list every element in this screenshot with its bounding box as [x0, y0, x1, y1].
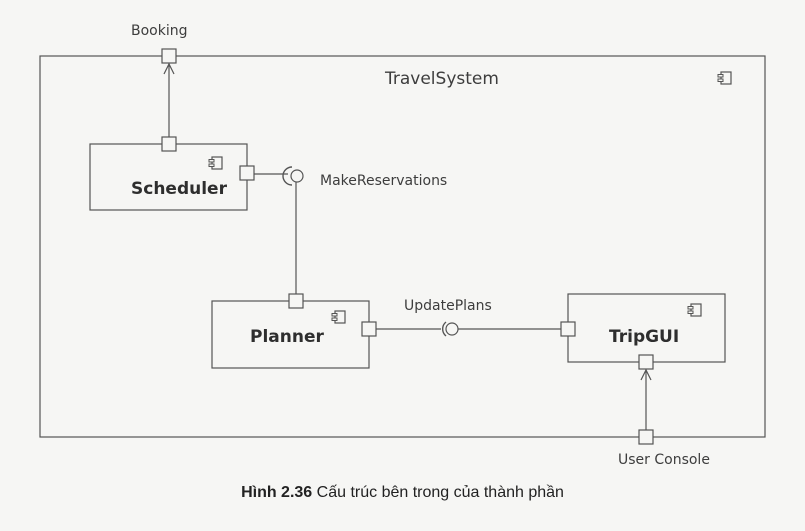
tripgui-bottom-port[interactable] [638, 354, 654, 370]
update-plans-label: UpdatePlans [404, 298, 492, 314]
booking-arrowhead [163, 62, 175, 75]
user-console-port[interactable] [638, 429, 654, 445]
figure-number: Hình 2.36 [241, 484, 313, 501]
scheduler-name: Scheduler [131, 179, 228, 199]
scheduler-component[interactable] [89, 143, 248, 211]
figure-caption-text: Cấu trúc bên trong của thành phần [312, 484, 564, 501]
make-reservations-label: MakeReservations [320, 173, 447, 189]
booking-port[interactable] [161, 48, 177, 64]
planner-name: Planner [250, 327, 324, 347]
booking-port-label: Booking [131, 23, 188, 39]
travelsystem-label: TravelSystem [384, 69, 499, 89]
component-icon [717, 71, 732, 85]
update-plans-ball [445, 322, 459, 336]
scheduler-top-port[interactable] [161, 136, 177, 152]
update-plans-socket [442, 321, 447, 337]
make-reservations-socket [282, 166, 293, 186]
user-console-port-label: User Console [618, 452, 710, 468]
component-icon [687, 303, 702, 317]
planner-top-port[interactable] [288, 293, 304, 309]
tripgui-left-port[interactable] [560, 321, 576, 337]
tripgui-name: TripGUI [609, 327, 679, 347]
scheduler-right-port[interactable] [239, 165, 255, 181]
travelsystem-boundary [39, 55, 766, 438]
user-console-arrowhead [640, 368, 652, 381]
figure-caption: Hình 2.36 Cấu trúc bên trong của thành p… [0, 484, 805, 502]
make-reservations-ball [290, 169, 304, 183]
planner-right-port[interactable] [361, 321, 377, 337]
component-icon [208, 156, 223, 170]
component-icon [331, 310, 346, 324]
